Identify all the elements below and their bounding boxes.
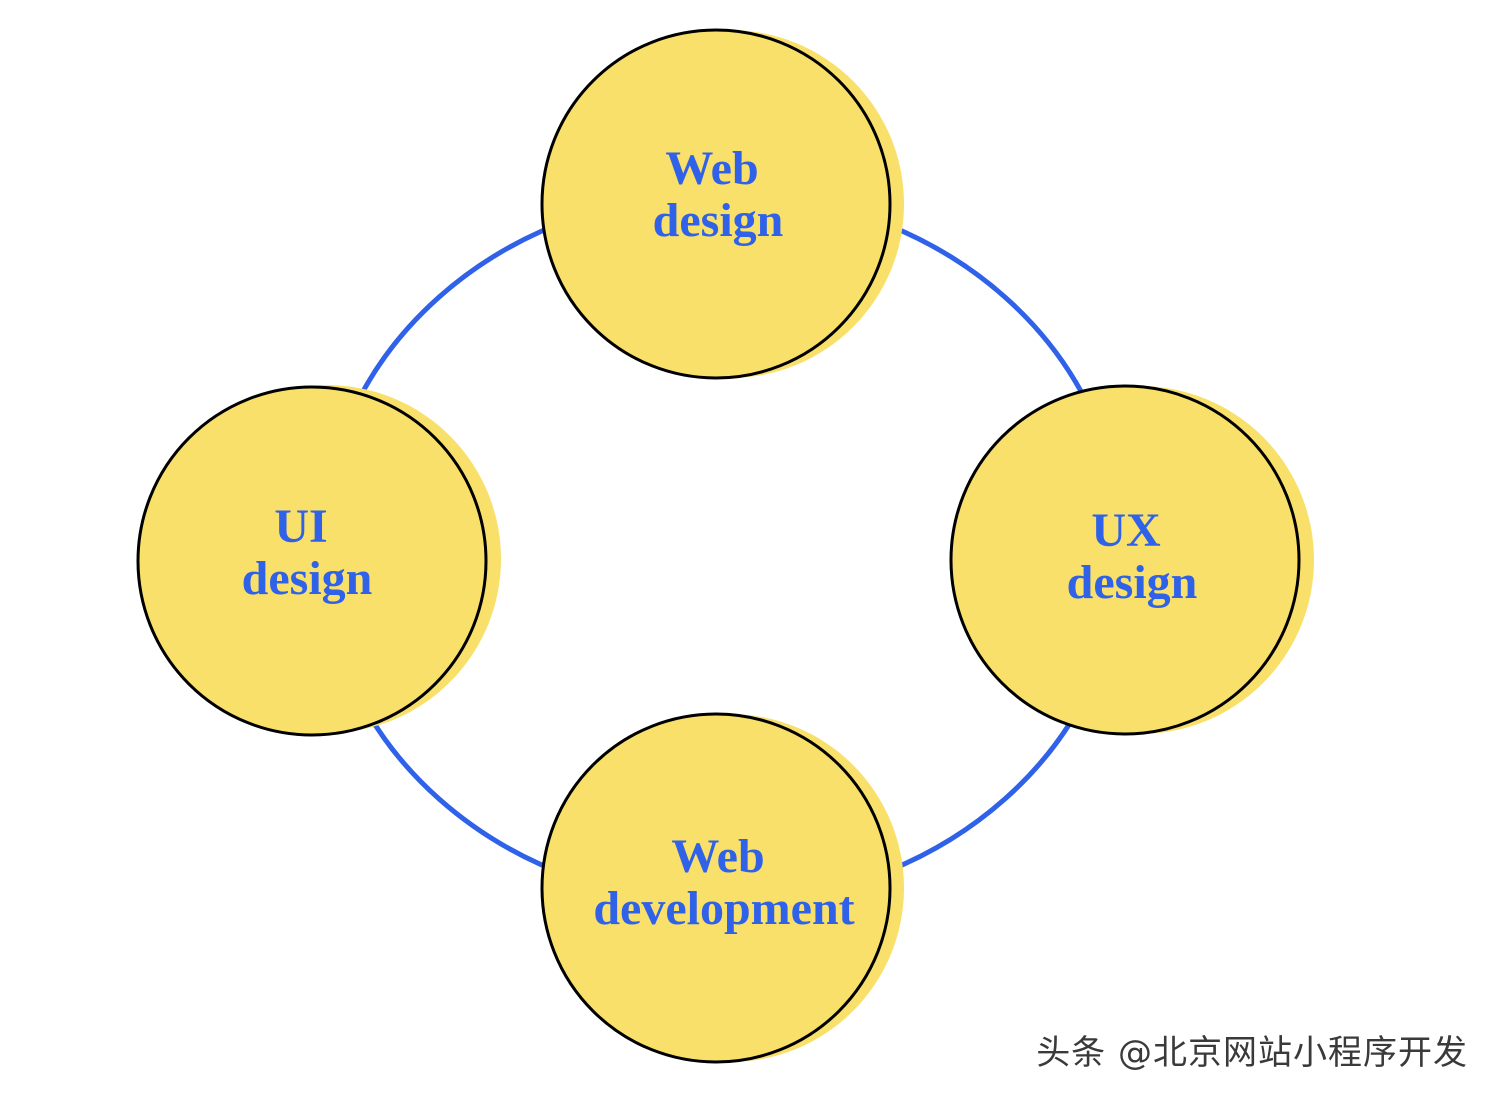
- node-web-design: Web design: [540, 28, 904, 380]
- node-label: UX design: [1067, 504, 1198, 609]
- node-label-line: design: [653, 194, 784, 247]
- node-circle: [136, 385, 488, 737]
- node-label-line: UX: [1091, 504, 1161, 557]
- watermark-text: 头条 @北京网站小程序开发: [1036, 1033, 1468, 1073]
- node-label-line: Web: [671, 830, 764, 883]
- node-ui-design: UI design: [136, 385, 501, 737]
- node-label-line: development: [593, 882, 854, 935]
- node-circle: [540, 712, 892, 1064]
- node-label: Web development: [593, 830, 854, 935]
- node-label-line: Web: [665, 142, 758, 195]
- node-label-line: design: [1067, 556, 1198, 609]
- node-label-line: UI: [274, 500, 327, 553]
- node-label: Web design: [653, 142, 784, 247]
- node-label-line: design: [242, 552, 373, 605]
- node-circle: [949, 384, 1301, 736]
- node-circle: [540, 28, 892, 380]
- node-web-development: Web development: [540, 712, 904, 1064]
- node-label: UI design: [242, 500, 373, 605]
- node-ux-design: UX design: [949, 384, 1314, 736]
